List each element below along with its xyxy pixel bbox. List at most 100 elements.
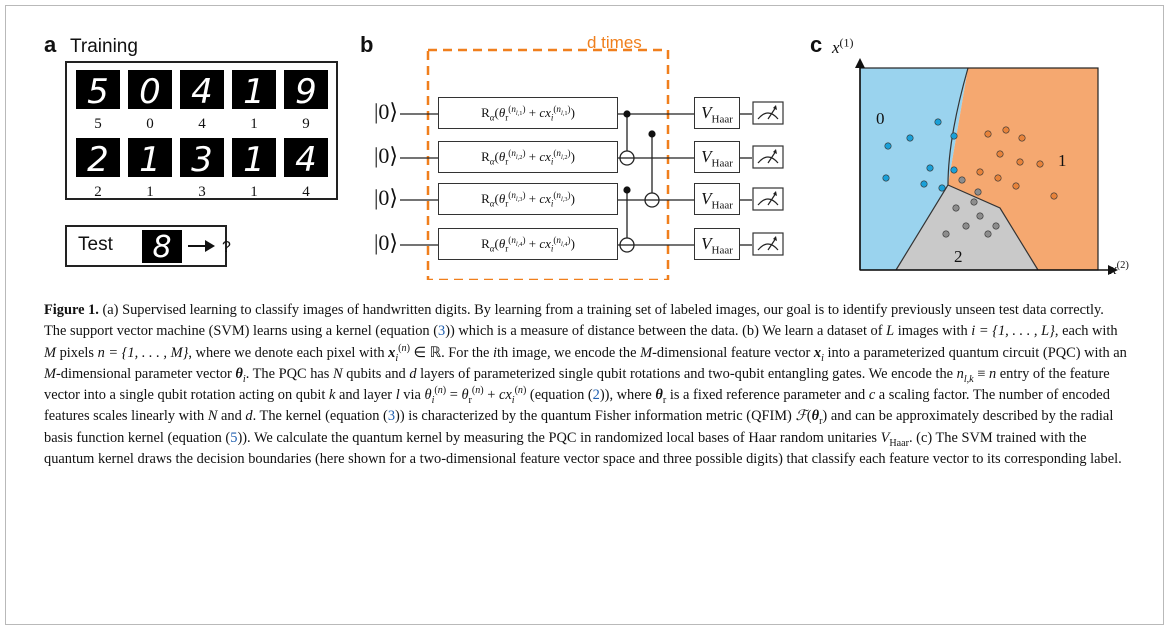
region-label-1: 1 (1058, 151, 1067, 170)
panel-c-label: c (810, 32, 823, 57)
digit-label: 1 (146, 184, 154, 200)
equation-ref[interactable]: 5 (230, 429, 238, 446)
digit-glyph: 4 (295, 140, 317, 180)
digit-glyph: 1 (243, 72, 265, 112)
cnot-2 (644, 130, 660, 208)
digit-image (76, 138, 120, 177)
digit-glyph: 1 (139, 140, 161, 180)
ket-zero: |0⟩ (374, 185, 398, 210)
class-2-point (974, 188, 982, 196)
class-0-point (950, 132, 958, 140)
right-arrow-icon (188, 240, 215, 252)
class-0-point (934, 118, 942, 126)
class-0-point (938, 184, 946, 192)
rotation-gate: Rα(θr(nl,2) + cxi(nl,2)) (438, 141, 618, 173)
digit-label: 1 (250, 184, 258, 200)
cnot-3 (619, 186, 635, 253)
measurement-meter-icon (752, 187, 784, 211)
digit-image (128, 138, 172, 177)
class-1-point (994, 174, 1002, 182)
equation-ref[interactable]: 3 (387, 408, 396, 425)
class-2-point (976, 212, 984, 220)
test-digit-image (142, 230, 182, 263)
digit-image (284, 138, 328, 177)
circuit-diagram (400, 48, 752, 280)
haar-gate: VHaar (694, 228, 740, 260)
y-axis-label: x(1) (832, 35, 854, 57)
class-2-point (984, 230, 992, 238)
measurement-meter-icon (752, 101, 784, 125)
class-1-point (984, 130, 992, 138)
digit-glyph: 2 (87, 140, 109, 180)
region-0 (860, 68, 968, 270)
digit-image (284, 70, 328, 109)
digit-label: 2 (94, 184, 102, 200)
digit-image (232, 138, 276, 177)
x-axis-arrow-icon (1108, 265, 1118, 275)
class-2-point (952, 204, 960, 212)
digit-label: 0 (146, 116, 154, 132)
digit-image (180, 138, 224, 177)
haar-gate: VHaar (694, 141, 740, 173)
class-1-point (1018, 134, 1026, 142)
class-1-point (1016, 158, 1024, 166)
class-2-point (962, 222, 970, 230)
digit-image (180, 70, 224, 109)
panel-b-label: b (360, 32, 374, 57)
training-box (65, 61, 338, 200)
digit-label: 5 (94, 116, 102, 132)
class-1-point (1012, 182, 1020, 190)
class-2-point (970, 198, 978, 206)
region-label-0: 0 (876, 109, 885, 128)
training-title: Training (70, 36, 138, 57)
class-1-point (976, 168, 984, 176)
test-title: Test (78, 234, 113, 255)
haar-gate: VHaar (694, 183, 740, 215)
class-0-point (926, 164, 934, 172)
test-digit-glyph: 8 (152, 230, 171, 265)
digit-glyph: 9 (295, 72, 317, 112)
class-0-point (882, 174, 890, 182)
class-0-point (884, 142, 892, 150)
class-1-point (1036, 160, 1044, 168)
test-box (65, 225, 227, 267)
digit-label: 4 (302, 184, 310, 200)
ket-zero: |0⟩ (374, 99, 398, 124)
panel-a-label: a (44, 32, 57, 57)
digit-glyph: 4 (191, 72, 213, 112)
digit-image (232, 70, 276, 109)
repeat-label: d times (587, 33, 642, 52)
rotation-gate: Rα(θr(nl,1) + cxi(nl,1)) (438, 97, 618, 129)
ket-zero: |0⟩ (374, 143, 398, 168)
digit-label: 9 (302, 116, 310, 132)
y-axis-arrow-icon (855, 58, 865, 68)
measurement-meter-icon (752, 232, 784, 256)
class-2-point (992, 222, 1000, 230)
haar-gate: VHaar (694, 97, 740, 129)
repeat-box (426, 48, 670, 280)
equation-ref[interactable]: 3 (438, 323, 446, 340)
digit-label: 3 (198, 184, 206, 200)
ket-zero: |0⟩ (374, 230, 398, 255)
digit-label: 4 (198, 116, 206, 132)
digit-image (128, 70, 172, 109)
digit-glyph: 1 (243, 140, 265, 180)
equation-ref[interactable]: 2 (592, 387, 600, 404)
class-2-point (942, 230, 950, 238)
figure-caption: Figure 1. (a) Supervised learning to cla… (44, 302, 1127, 468)
class-0-point (906, 134, 914, 142)
class-1-point (1050, 192, 1058, 200)
rotation-gate: Rα(θr(nl,3) + cxi(nl,3)) (438, 183, 618, 215)
rotation-gate: Rα(θr(nl,4) + cxi(nl,4)) (438, 228, 618, 260)
digit-glyph: 3 (191, 140, 213, 180)
decision-plot: 0 1 2 (855, 58, 1118, 275)
class-1-point (996, 150, 1004, 158)
region-label-2: 2 (954, 247, 963, 266)
measurement-meter-icon (752, 145, 784, 169)
digit-label: 1 (250, 116, 258, 132)
class-2-point (958, 176, 966, 184)
cnot-1 (619, 110, 635, 166)
class-1-point (1002, 126, 1010, 134)
digit-image (76, 70, 120, 109)
